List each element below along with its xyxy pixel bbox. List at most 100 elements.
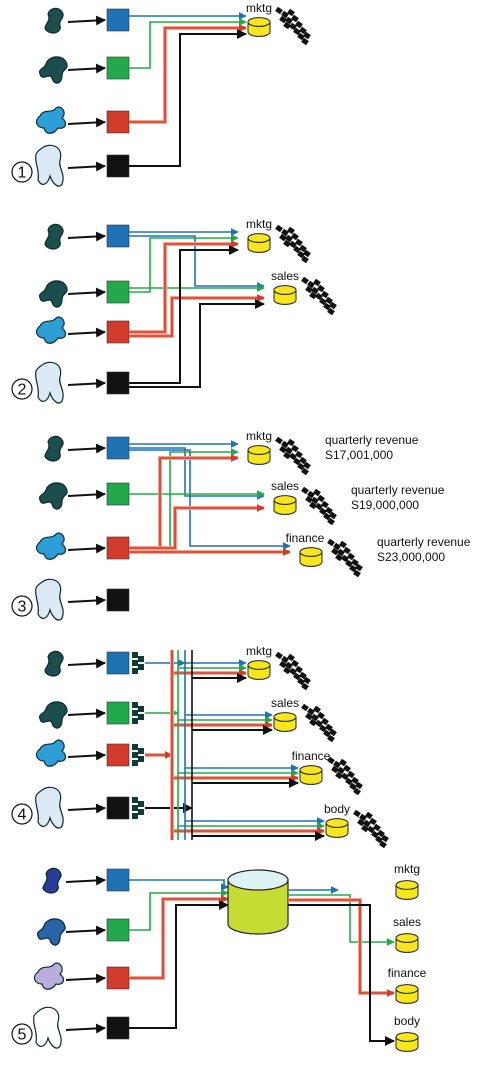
source-system-box: [107, 919, 129, 941]
records-cluster-icon: [301, 487, 337, 526]
source-blob-icon: [40, 57, 68, 83]
adapter-icon: [132, 702, 144, 724]
black-link-line: [68, 332, 105, 334]
database-icon: [300, 548, 322, 567]
black-link-line: [288, 905, 394, 1041]
source-system-box: [107, 797, 129, 819]
records-cluster-icon: [301, 277, 337, 316]
red-link-line: [288, 900, 394, 993]
black-link-line: [68, 122, 105, 124]
panel-number: 3: [18, 599, 27, 616]
panel-number: 5: [18, 1027, 27, 1044]
black-link-line: [68, 448, 105, 450]
adapter-icon: [132, 744, 144, 766]
blue-link-line: [129, 880, 228, 887]
green-link-line: [288, 895, 394, 942]
revenue-label: quarterly revenue: [377, 535, 471, 549]
source-blob-icon: [34, 1007, 62, 1048]
db-label: finance: [286, 531, 325, 545]
database-icon: [274, 496, 296, 515]
black-link-line: [68, 236, 105, 238]
source-system-box: [107, 225, 129, 247]
database-icon: [396, 985, 418, 1004]
source-system-box: [107, 652, 129, 674]
black-link-line: [68, 548, 105, 550]
black-link-line: [68, 755, 105, 757]
database-icon: [274, 713, 296, 732]
database-icon: [248, 18, 270, 37]
black-link-line: [129, 905, 228, 1028]
black-link-line: [68, 20, 105, 22]
black-link-line: [68, 808, 105, 810]
source-blob-icon: [45, 436, 63, 461]
black-link-line: [66, 930, 105, 932]
source-system-box: [107, 702, 129, 724]
source-system-box: [107, 321, 129, 343]
green-link-line: [129, 238, 238, 292]
source-blob-icon: [40, 281, 68, 307]
source-blob-icon: [45, 8, 63, 33]
records-cluster-icon: [301, 704, 337, 743]
revenue-label: quarterly revenue: [351, 483, 445, 497]
db-label: body: [394, 1014, 420, 1028]
db-label: mktg: [246, 429, 272, 443]
source-system-box: [107, 537, 129, 559]
source-system-box: [107, 1017, 129, 1039]
blue-link-line: [129, 450, 290, 546]
source-blob-icon: [45, 224, 63, 249]
central-warehouse-icon: [228, 870, 288, 934]
db-label: finance: [388, 966, 427, 980]
black-link-line: [68, 166, 105, 168]
green-link-line: [170, 494, 290, 552]
adapter-icon: [132, 652, 144, 674]
black-link-line: [129, 304, 264, 387]
db-label: body: [324, 802, 350, 816]
source-system-box: [107, 372, 129, 394]
database-icon: [396, 881, 418, 900]
db-label: sales: [271, 696, 299, 710]
records-cluster-icon: [353, 810, 389, 849]
link-line-halo: [129, 508, 264, 548]
database-icon: [274, 286, 296, 305]
black-link-line: [68, 494, 105, 496]
revenue-value: S19,000,000: [351, 498, 419, 512]
source-blob-icon: [36, 579, 64, 620]
black-link-line: [68, 292, 105, 294]
blue-link-line: [129, 448, 264, 496]
database-icon: [300, 766, 322, 785]
red-link-line: [129, 508, 264, 548]
black-link-line: [66, 978, 105, 980]
link-line-halo: [129, 28, 246, 122]
records-cluster-icon: [275, 7, 311, 46]
source-blob-icon: [36, 787, 64, 828]
source-system-box: [107, 967, 129, 989]
records-cluster-icon: [275, 437, 311, 476]
black-link-line: [66, 1028, 105, 1030]
database-icon: [396, 1033, 418, 1052]
black-link-line: [129, 34, 246, 166]
black-link-line: [68, 713, 105, 715]
black-link-line: [68, 383, 105, 385]
source-blob-icon: [45, 651, 63, 676]
db-label: mktg: [246, 644, 272, 658]
panel-number: 1: [18, 165, 27, 182]
records-cluster-icon: [275, 225, 311, 264]
source-system-box: [107, 155, 129, 177]
records-cluster-icon: [327, 757, 363, 796]
database-icon: [248, 446, 270, 465]
db-label: sales: [271, 479, 299, 493]
source-blob-icon: [36, 362, 64, 403]
panel-number: 4: [18, 807, 27, 824]
db-label: sales: [393, 915, 421, 929]
link-line-halo: [129, 899, 228, 978]
source-blob-icon: [43, 868, 61, 893]
revenue-label: quarterly revenue: [325, 433, 419, 447]
source-blob-icon: [37, 740, 66, 766]
records-cluster-icon: [327, 539, 363, 578]
source-system-box: [107, 111, 129, 133]
red-link-line: [129, 458, 238, 548]
db-label: finance: [292, 749, 331, 763]
black-link-line: [129, 250, 238, 383]
database-icon: [248, 234, 270, 253]
